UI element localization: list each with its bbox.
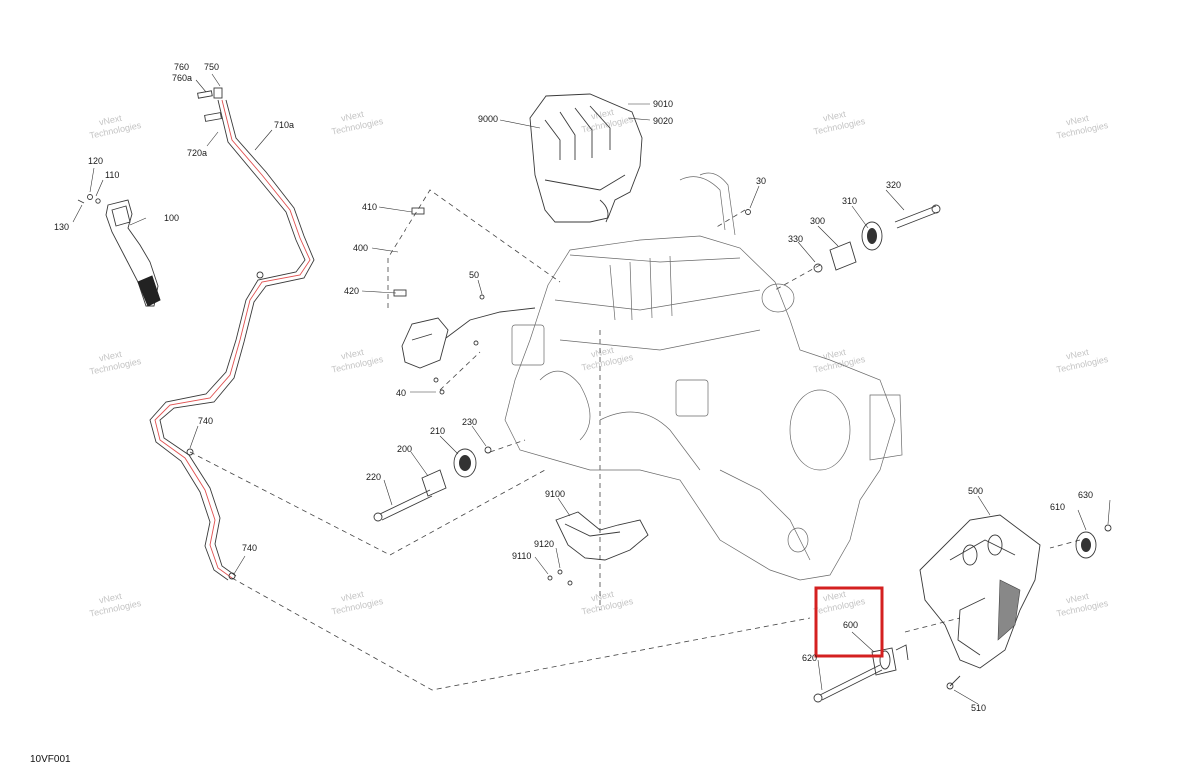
watermark-line: vNext — [98, 113, 123, 128]
rear-mount-bracket-icon — [919, 514, 1112, 690]
label-230[interactable]: 230 — [462, 417, 477, 427]
label-210[interactable]: 210 — [430, 426, 445, 436]
label-420[interactable]: 420 — [344, 286, 359, 296]
watermark-line: vNext — [98, 591, 123, 606]
left-engine-mount-icon — [373, 446, 492, 522]
watermark-line: vNext — [1065, 591, 1090, 606]
label-760[interactable]: 760 — [174, 62, 189, 72]
engine-cover-icon — [529, 93, 643, 223]
label-710a[interactable]: 710a — [274, 120, 294, 130]
label-630[interactable]: 630 — [1078, 490, 1093, 500]
label-400[interactable]: 400 — [353, 243, 368, 253]
label-740-lower[interactable]: 740 — [242, 543, 257, 553]
watermark-line: vNext — [340, 589, 365, 604]
label-9120[interactable]: 9120 — [534, 539, 554, 549]
label-200[interactable]: 200 — [397, 444, 412, 454]
label-130[interactable]: 130 — [54, 222, 69, 232]
label-510[interactable]: 510 — [971, 703, 986, 713]
leader-lines — [72, 73, 1111, 705]
throttle-cable — [149, 87, 315, 581]
label-30[interactable]: 30 — [756, 176, 766, 186]
label-320[interactable]: 320 — [886, 180, 901, 190]
label-600[interactable]: 600 — [843, 620, 858, 630]
watermark-line: vNext — [822, 347, 847, 362]
watermark-line: vNext — [822, 109, 847, 124]
watermark-line: vNext — [340, 109, 365, 124]
label-500[interactable]: 500 — [968, 486, 983, 496]
engine-assembly-icon — [504, 172, 903, 581]
assembly-lines — [189, 189, 1081, 691]
watermark-line: vNext — [590, 107, 615, 122]
accelerator-pedal-icon — [77, 194, 161, 307]
label-9020[interactable]: 9020 — [653, 116, 673, 126]
part-labels: 100 110 120 130 710a 720a 750 760 760a 7… — [54, 62, 1093, 713]
label-720a[interactable]: 720a — [187, 148, 207, 158]
label-120[interactable]: 120 — [88, 156, 103, 166]
label-620[interactable]: 620 — [802, 653, 817, 663]
watermark-line: vNext — [98, 349, 123, 364]
watermark-line: vNext — [590, 345, 615, 360]
label-410[interactable]: 410 — [362, 202, 377, 212]
watermark-line: vNext — [822, 589, 847, 604]
label-9110[interactable]: 9110 — [512, 551, 531, 561]
hose-icon — [393, 207, 425, 297]
label-300[interactable]: 300 — [810, 216, 825, 226]
label-310[interactable]: 310 — [842, 196, 857, 206]
figure-code: 10VF001 — [30, 754, 71, 765]
watermark-line: vNext — [1065, 347, 1090, 362]
label-220[interactable]: 220 — [366, 472, 381, 482]
label-610[interactable]: 610 — [1050, 502, 1065, 512]
watermark-line: vNext — [590, 589, 615, 604]
label-40[interactable]: 40 — [396, 388, 406, 398]
throttle-bracket-icon — [401, 294, 536, 395]
label-9010[interactable]: 9010 — [653, 99, 673, 109]
label-740-upper[interactable]: 740 — [198, 416, 213, 426]
label-110[interactable]: 110 — [105, 170, 119, 180]
label-50[interactable]: 50 — [469, 270, 479, 280]
label-9100[interactable]: 9100 — [545, 489, 565, 499]
label-750[interactable]: 750 — [204, 62, 219, 72]
highlight-box — [814, 586, 884, 658]
label-100[interactable]: 100 — [164, 213, 179, 223]
label-760a[interactable]: 760a — [172, 73, 192, 83]
label-330[interactable]: 330 — [788, 234, 803, 244]
right-engine-mount-icon — [745, 204, 941, 273]
mount-600-icon — [813, 644, 909, 703]
watermark-line: vNext — [340, 347, 365, 362]
heat-shield-icon — [547, 511, 649, 586]
watermark-line: vNext — [1065, 113, 1090, 128]
label-9000[interactable]: 9000 — [478, 114, 498, 124]
